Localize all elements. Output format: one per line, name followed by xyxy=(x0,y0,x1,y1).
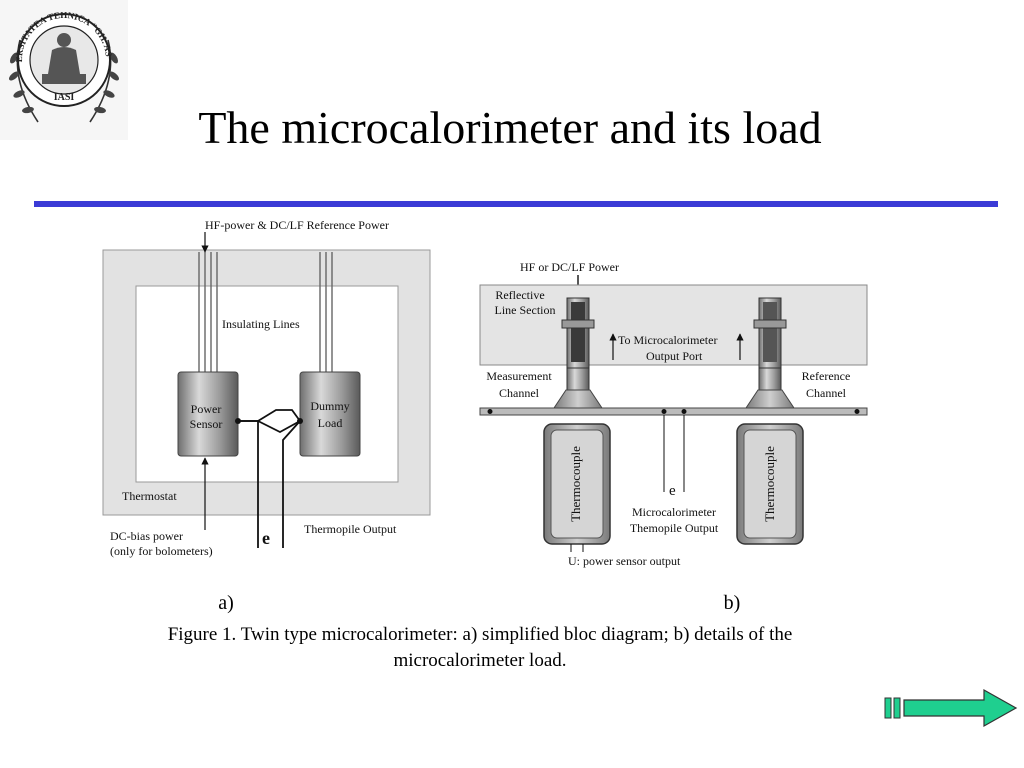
a-dummy-load-2: Load xyxy=(318,416,343,430)
a-insulating-lines: Insulating Lines xyxy=(222,317,300,331)
b-e-label: e xyxy=(669,483,676,499)
logo-bottom-text: IASI xyxy=(54,92,75,103)
a-thermopile-output: Thermopile Output xyxy=(304,522,397,536)
a-e-label: e xyxy=(262,528,270,548)
b-thermopile-1: Microcalorimeter xyxy=(632,505,716,519)
a-dc-bias-2: (only for bolometers) xyxy=(110,544,213,558)
b-reflective-1: Reflective xyxy=(495,288,544,302)
b-thermocouple-left: Thermocouple xyxy=(568,446,583,522)
diagram-a: HF-power & DC/LF Reference Power Insulat… xyxy=(102,218,431,558)
title-divider xyxy=(34,201,998,207)
a-power-sensor-1: Power xyxy=(191,402,222,416)
a-power-sensor-2: Sensor xyxy=(190,417,223,431)
b-reflective-2: Line Section xyxy=(495,303,556,317)
a-thermostat: Thermostat xyxy=(122,489,177,503)
b-measurement-2: Channel xyxy=(499,386,540,400)
b-measurement-1: Measurement xyxy=(486,369,552,383)
microcalorimeter-diagram: HF-power & DC/LF Reference Power Insulat… xyxy=(102,218,868,568)
figure-caption: Figure 1. Twin type microcalorimeter: a)… xyxy=(60,622,900,674)
b-thermocouple-right: Thermocouple xyxy=(762,446,777,522)
a-top-label: HF-power & DC/LF Reference Power xyxy=(205,218,389,232)
next-slide-button[interactable] xyxy=(880,684,1020,732)
b-output-port-2: Output Port xyxy=(646,349,703,363)
b-reference-1: Reference xyxy=(802,369,851,383)
label-b: b) xyxy=(723,592,741,614)
b-top-label: HF or DC/LF Power xyxy=(520,260,619,274)
caption-line-2: microcalorimeter load. xyxy=(393,650,567,671)
caption-line-1: Figure 1. Twin type microcalorimeter: a)… xyxy=(167,624,793,645)
b-thermopile-2: Themopile Output xyxy=(630,521,719,535)
b-output-port-1: To Microcalorimeter xyxy=(618,333,717,347)
a-dc-bias-1: DC-bias power xyxy=(110,529,183,543)
next-arrow-icon xyxy=(884,688,1018,728)
diagram-b: HF or DC/LF Power Reflective Line Sectio… xyxy=(479,260,868,568)
b-u-label: U: power sensor output xyxy=(568,554,681,568)
label-a: a) xyxy=(218,592,234,614)
a-dummy-load-1: Dummy xyxy=(310,399,349,413)
slide-title: The microcalorimeter and its load xyxy=(198,102,822,153)
university-logo: UNIVERSITATEA TEHNICA "GH. ASACHI" IASI xyxy=(0,0,128,140)
b-reference-2: Channel xyxy=(806,386,847,400)
